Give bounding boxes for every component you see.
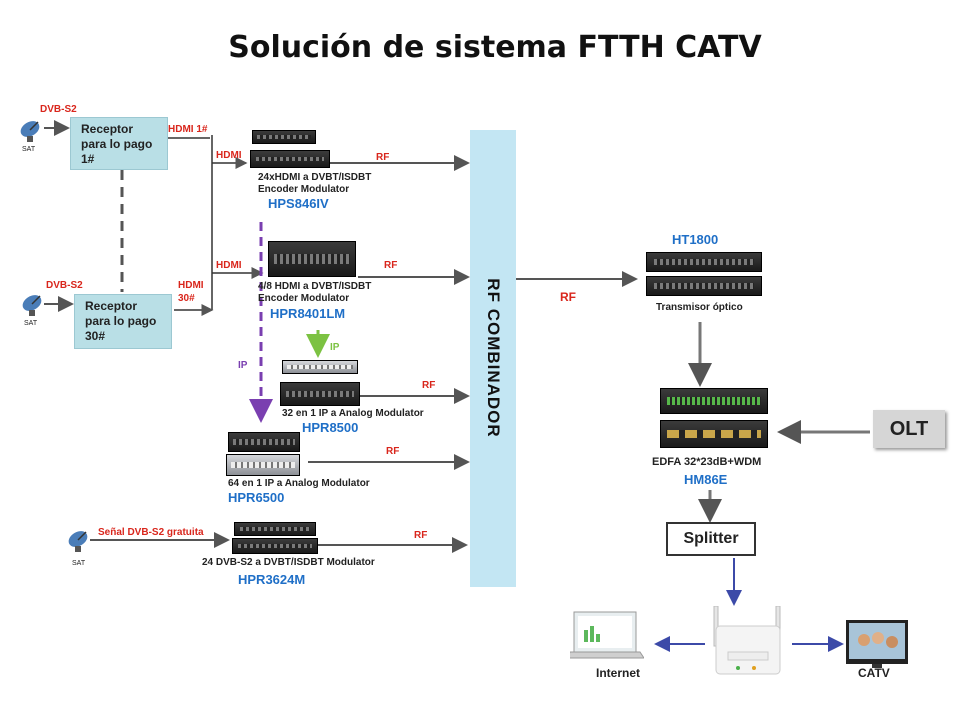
hpr8500-unit-top — [282, 360, 358, 374]
ip-purple-label: IP — [238, 360, 248, 371]
internet-label: Internet — [596, 666, 641, 680]
dvb-s2-label: DVB-S2 — [40, 104, 77, 115]
catv-label: CATV — [858, 666, 890, 680]
hpr3624m-desc: 24 DVB-S2 a DVBT/ISDBT Modulator — [202, 557, 375, 568]
ht1800-desc: Transmisor óptico — [656, 302, 743, 313]
rf-combiner-label: RF COMBINADOR — [484, 278, 503, 438]
sat-label: SAT — [24, 320, 38, 327]
receiver-30-line2: para lo pago — [85, 314, 157, 328]
hpr6500-unit — [226, 454, 300, 476]
hps846iv-desc1: 24xHDMI a DVBT/ISDBT — [258, 172, 372, 183]
rf-label: RF — [386, 446, 400, 457]
sat-label: SAT — [72, 560, 86, 567]
hpr6500-unit-top — [228, 432, 300, 452]
hdmi-30-label: HDMI — [178, 280, 204, 291]
hpr3624m-model: HPR3624M — [238, 572, 306, 587]
rf-label: RF — [376, 152, 390, 163]
rf-label: RF — [422, 380, 436, 391]
hpr8500-unit — [280, 382, 360, 406]
rf-label: RF — [384, 260, 398, 271]
hpr8401lm-unit — [268, 241, 356, 277]
receiver-1: Receptor para lo pago 1# — [70, 117, 168, 170]
laptop-icon — [570, 611, 644, 659]
hps846iv-desc2: Encoder Modulator — [258, 184, 350, 195]
receiver-1-line1: Receptor — [81, 122, 134, 136]
hps846iv-model: HPS846IV — [268, 196, 329, 211]
dvb-s2-label: DVB-S2 — [46, 280, 83, 291]
ip-green-label: IP — [330, 342, 340, 353]
edfa-desc: EDFA 32*23dB+WDM — [652, 456, 762, 468]
hdmi-1-label: HDMI 1# — [168, 124, 208, 135]
olt-box: OLT — [873, 410, 945, 448]
receiver-1-line2: para lo pago — [81, 137, 153, 151]
rf-label: RF — [414, 530, 428, 541]
tv-icon — [846, 620, 908, 668]
satellite-dish-icon — [22, 295, 42, 316]
hpr3624m-unit — [232, 538, 318, 554]
hpr8500-model: HPR8500 — [302, 420, 359, 435]
rf-combiner — [470, 130, 516, 587]
edfa-unit-top — [660, 388, 768, 414]
satellite-dish-icon — [20, 121, 40, 142]
hpr8401lm-desc1: 4/8 HDMI a DVBT/ISDBT — [258, 281, 372, 292]
hpr8500-desc: 32 en 1 IP a Analog Modulator — [282, 408, 424, 419]
hdmi-30-number: 30# — [178, 293, 195, 304]
splitter-box: Splitter — [666, 522, 756, 556]
receiver-30-line1: Receptor — [85, 299, 138, 313]
hpr8401lm-desc2: Encoder Modulator — [258, 293, 350, 304]
edfa-unit — [660, 420, 768, 448]
hpr6500-model: HPR6500 — [228, 490, 285, 505]
hpr8401lm-model: HPR8401LM — [270, 306, 346, 321]
sat-label: SAT — [22, 146, 36, 153]
hps846iv-unit-top — [252, 130, 316, 144]
hdmi-label: HDMI — [216, 260, 242, 271]
router-icon — [713, 606, 781, 675]
satellite-dish-icon — [68, 531, 88, 552]
edfa-model: HM86E — [684, 472, 728, 487]
receiver-30: Receptor para lo pago 30# — [74, 294, 172, 349]
hpr6500-desc: 64 en 1 IP a Analog Modulator — [228, 478, 370, 489]
ht1800-unit — [646, 276, 762, 296]
hps846iv-unit — [250, 150, 330, 168]
free-dvb-s2-label: Señal DVB-S2 gratuita — [98, 527, 204, 538]
hdmi-label: HDMI — [216, 150, 242, 161]
rf-main-label: RF — [560, 290, 576, 304]
receiver-30-line3: 30# — [85, 329, 106, 343]
receiver-1-line3: 1# — [81, 152, 95, 166]
page-title: Solución de sistema FTTH CATV — [228, 30, 762, 65]
ht1800-model: HT1800 — [672, 232, 719, 247]
ht1800-unit-top — [646, 252, 762, 272]
hpr3624m-unit-top — [234, 522, 316, 536]
